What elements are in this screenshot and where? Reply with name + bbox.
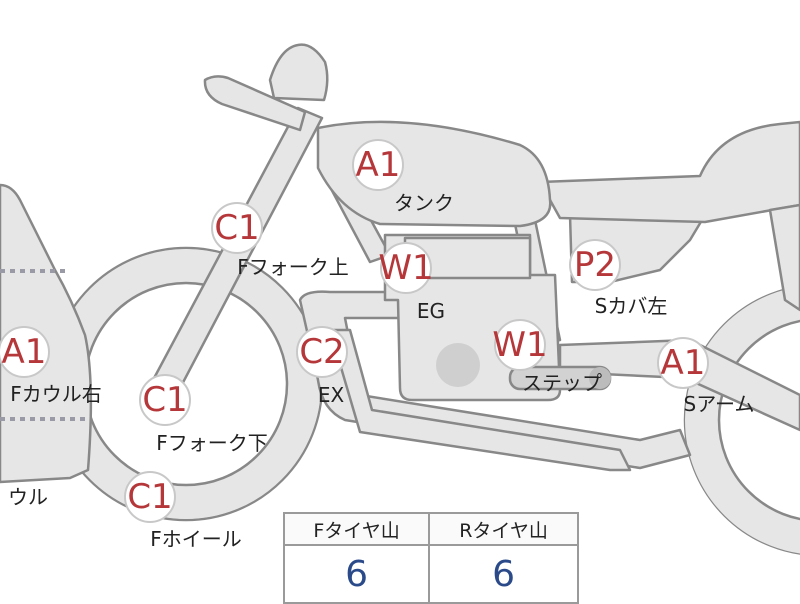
badge-label: Fフォーク上: [237, 255, 349, 279]
badge-label: Sアーム: [684, 392, 755, 416]
badge-label: EG: [417, 299, 445, 323]
badge-side-cover-left: P2 Sカバ左: [569, 239, 668, 318]
badge-label: タンク: [394, 191, 454, 215]
rear-wheel-inner: [717, 319, 800, 521]
rear-tire-value: 6: [428, 544, 579, 604]
rear-subframe: [768, 203, 800, 312]
badge-step: W1 ステップ: [492, 319, 602, 395]
badge-code: A1: [356, 145, 401, 185]
badge-label: ステップ: [522, 371, 602, 395]
cut-off-label: ウル: [8, 485, 48, 509]
seat: [538, 120, 800, 224]
rear-wheel-tire: [685, 286, 800, 554]
badge-engine: W1 EG: [378, 242, 445, 323]
badge-tank: A1 タンク: [352, 139, 454, 215]
badge-front-fork-lower: C1 Fフォーク下: [139, 374, 268, 455]
badge-label: Sカバ左: [595, 294, 668, 318]
badge-code: A1: [2, 332, 47, 372]
badge-code: W1: [378, 248, 433, 288]
exhaust-pipe-lower: [328, 328, 632, 472]
windscreen: [268, 43, 329, 102]
handlebar: [203, 75, 307, 132]
badge-label: Fフォーク下: [156, 431, 268, 455]
badge-front-cowl-right: A1 Fカウル右: [0, 326, 102, 406]
engine-cover: [436, 343, 480, 387]
badge-code: W1: [492, 325, 547, 365]
badge-label: Fカウル右: [10, 382, 102, 406]
badge-label: EX: [318, 383, 345, 407]
badge-code: A1: [661, 343, 706, 383]
badge-code: C1: [142, 380, 187, 420]
badge-code: P2: [574, 245, 616, 285]
badge-swingarm: A1 Sアーム: [657, 337, 755, 416]
front-tire-value: 6: [282, 544, 431, 604]
rear-tire-header: Rタイヤ山: [428, 512, 579, 546]
step-peg: [589, 367, 611, 389]
badge-exhaust: C2 EX: [296, 326, 348, 407]
badge-label: Fホイール: [150, 527, 242, 551]
badge-front-fork-upper: C1 Fフォーク上: [211, 202, 349, 279]
badge-code: C2: [299, 332, 344, 372]
badge-front-wheel: C1 Fホイール: [124, 471, 242, 551]
front-cowl: [0, 183, 93, 484]
badge-code: C1: [127, 477, 172, 517]
front-tire-header: Fタイヤ山: [282, 512, 431, 546]
tire-tread-table: Fタイヤ山 Rタイヤ山 6 6: [282, 512, 579, 604]
badge-code: C1: [214, 208, 259, 248]
